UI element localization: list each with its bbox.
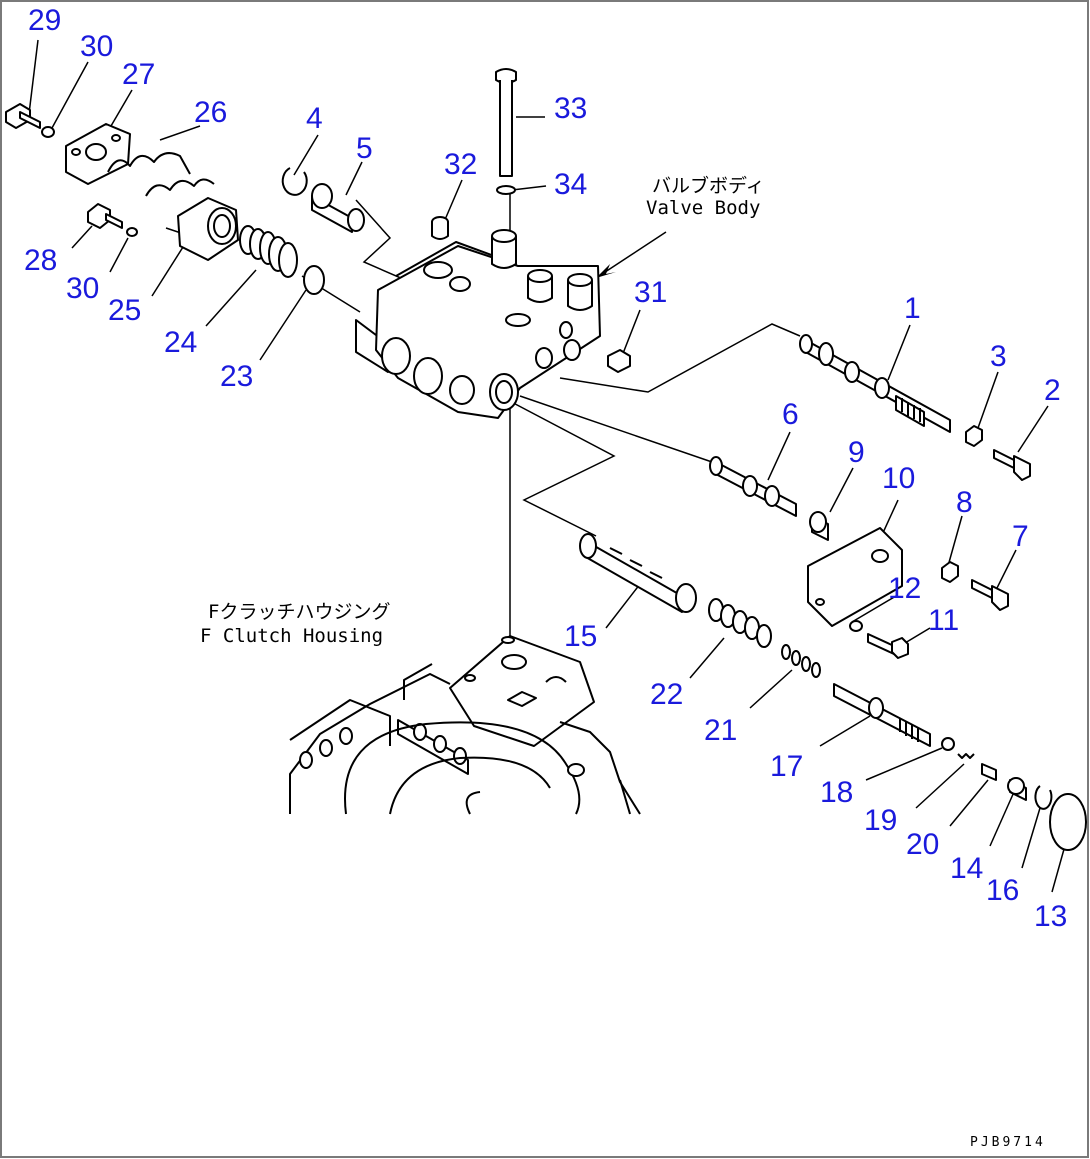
callout-25: 25 xyxy=(108,294,141,327)
part-15-piston xyxy=(579,533,697,613)
valve-body xyxy=(355,229,601,419)
part-5-spool xyxy=(311,183,365,233)
callout-24: 24 xyxy=(164,326,197,359)
clutch-housing-en-label: F Clutch Housing xyxy=(200,625,383,647)
part-7-bolt xyxy=(971,579,1009,611)
part-2-bolt xyxy=(993,449,1031,481)
part-27-cover xyxy=(65,123,131,185)
callout-15: 15 xyxy=(564,620,597,653)
part-34-washer xyxy=(496,185,516,195)
valve-body-en-label: Valve Body xyxy=(646,197,760,219)
part-25-cover xyxy=(177,197,239,261)
part-callouts: 29 30 27 26 4 5 32 33 34 28 30 25 24 23 … xyxy=(24,4,1067,933)
callout-12: 12 xyxy=(888,572,921,605)
callout-17: 17 xyxy=(770,750,803,783)
callout-26: 26 xyxy=(194,96,227,129)
valve-body-jp-label: バルブボディ xyxy=(652,174,765,197)
part-32-plug xyxy=(431,216,449,240)
callout-2: 2 xyxy=(1044,374,1061,407)
clutch-housing xyxy=(289,635,641,815)
callout-22: 22 xyxy=(650,678,683,711)
callout-3: 3 xyxy=(990,340,1007,373)
callout-34: 34 xyxy=(554,168,587,201)
callout-28: 28 xyxy=(24,244,57,277)
callout-6: 6 xyxy=(782,398,799,431)
part-22-spring xyxy=(708,598,772,648)
callout-8: 8 xyxy=(956,486,973,519)
callout-19: 19 xyxy=(864,804,897,837)
callout-4: 4 xyxy=(306,102,323,135)
part-30-washer xyxy=(41,126,55,138)
callout-11: 11 xyxy=(928,604,959,637)
part-13-disc xyxy=(1049,793,1087,851)
callout-29: 29 xyxy=(28,4,61,37)
callout-5: 5 xyxy=(356,132,373,165)
callout-20: 20 xyxy=(906,828,939,861)
part-29-bolt xyxy=(5,103,41,129)
part-31-plug xyxy=(607,349,631,373)
callout-32: 32 xyxy=(444,148,477,181)
drawing-code: PJB9714 xyxy=(970,1135,1046,1150)
callout-9: 9 xyxy=(848,436,865,469)
callout-14: 14 xyxy=(950,852,983,885)
callout-7: 7 xyxy=(1012,520,1029,553)
clutch-housing-jp-label: Fクラッチハウジング xyxy=(208,601,390,623)
part-12-washer xyxy=(849,620,863,632)
part-30-washer-b xyxy=(126,227,138,237)
callout-21: 21 xyxy=(704,714,737,747)
part-14-cap xyxy=(1007,777,1027,801)
part-19-spring xyxy=(957,753,975,759)
callout-30b: 30 xyxy=(66,272,99,305)
part-24-spring xyxy=(239,225,298,278)
callout-33: 33 xyxy=(554,92,587,125)
callout-27: 27 xyxy=(122,58,155,91)
callout-13: 13 xyxy=(1034,900,1067,933)
callout-31: 31 xyxy=(634,276,667,309)
leader-lines xyxy=(27,39,1067,893)
part-16-snap-ring xyxy=(1034,785,1053,810)
callout-1: 1 xyxy=(904,292,921,325)
callout-30a: 30 xyxy=(80,30,113,63)
callout-23: 23 xyxy=(220,360,253,393)
part-28-bolt xyxy=(87,203,123,229)
part-10-cover xyxy=(807,527,903,627)
callout-18: 18 xyxy=(820,776,853,809)
part-20-plug xyxy=(981,763,997,781)
callout-16: 16 xyxy=(986,874,1019,907)
part-21-spring xyxy=(781,644,821,678)
part-9-sleeve xyxy=(809,511,829,541)
part-23-o-ring xyxy=(303,265,325,295)
part-33-bolt xyxy=(495,68,517,177)
part-18-nut xyxy=(941,737,955,751)
part-17-spool xyxy=(833,683,931,747)
part-8-nut xyxy=(941,561,959,583)
part-3-nut xyxy=(965,425,983,447)
part-6-spool xyxy=(709,456,797,517)
part-1-spool xyxy=(799,334,951,433)
part-26-gasket xyxy=(107,152,215,197)
callout-10: 10 xyxy=(882,462,915,495)
part-11-bolt xyxy=(867,633,909,659)
part-4-snap-ring xyxy=(281,167,308,196)
